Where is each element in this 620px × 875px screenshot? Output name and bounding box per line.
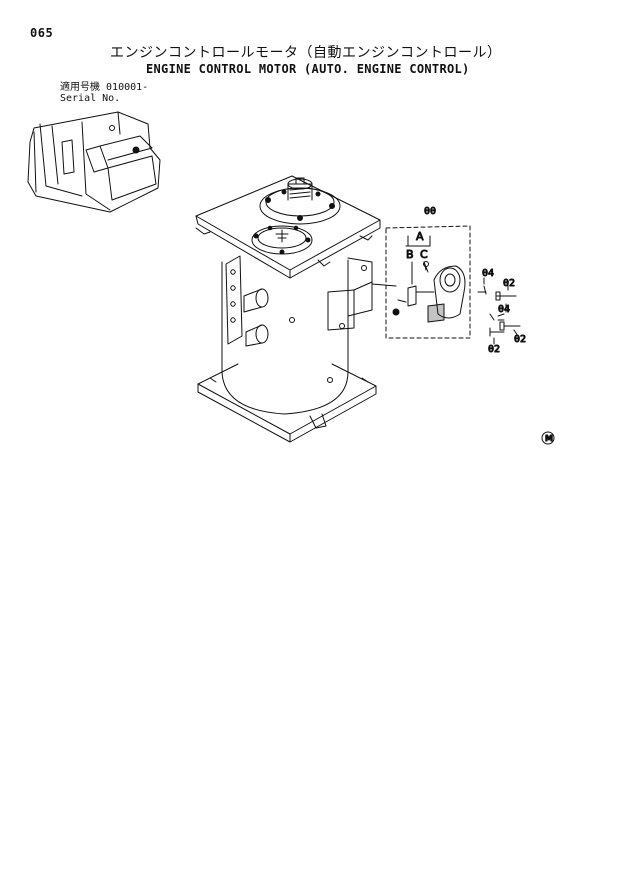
callout-item-c: C [420,248,428,261]
callout-part-02-right: 02 [514,334,526,345]
hardware-parts [477,277,521,345]
callout-assembly: 00 [424,206,436,217]
motor-inset [385,225,471,339]
tank-assembly [195,175,381,443]
callout-part-04-top: 04 [482,268,494,279]
callout-part-02-bottom: 02 [488,344,500,355]
machine-thumbnail [27,111,161,213]
page-title-japanese: エンジンコントロールモータ（自動エンジンコントロール） [110,45,502,61]
callout-item-b: B [406,248,414,261]
serial-info: 適用号機 010001- Serial No. [60,82,148,104]
callout-part-04-mid: 04 [498,304,510,315]
corner-mark: M [541,431,555,445]
mounting-bracket [327,257,397,331]
page-title-english: ENGINE CONTROL MOTOR (AUTO. ENGINE CONTR… [146,62,470,76]
callout-group-a: A [416,230,424,243]
serial-label-ja: 適用号機 [60,82,100,93]
corner-mark-letter: M [545,434,553,443]
serial-row-ja: 適用号機 010001- [60,82,148,93]
page-number: 065 [30,26,54,40]
serial-label-en: Serial No. [60,93,121,104]
serial-value: 010001- [106,82,149,93]
callout-part-02-top: 02 [503,278,515,289]
